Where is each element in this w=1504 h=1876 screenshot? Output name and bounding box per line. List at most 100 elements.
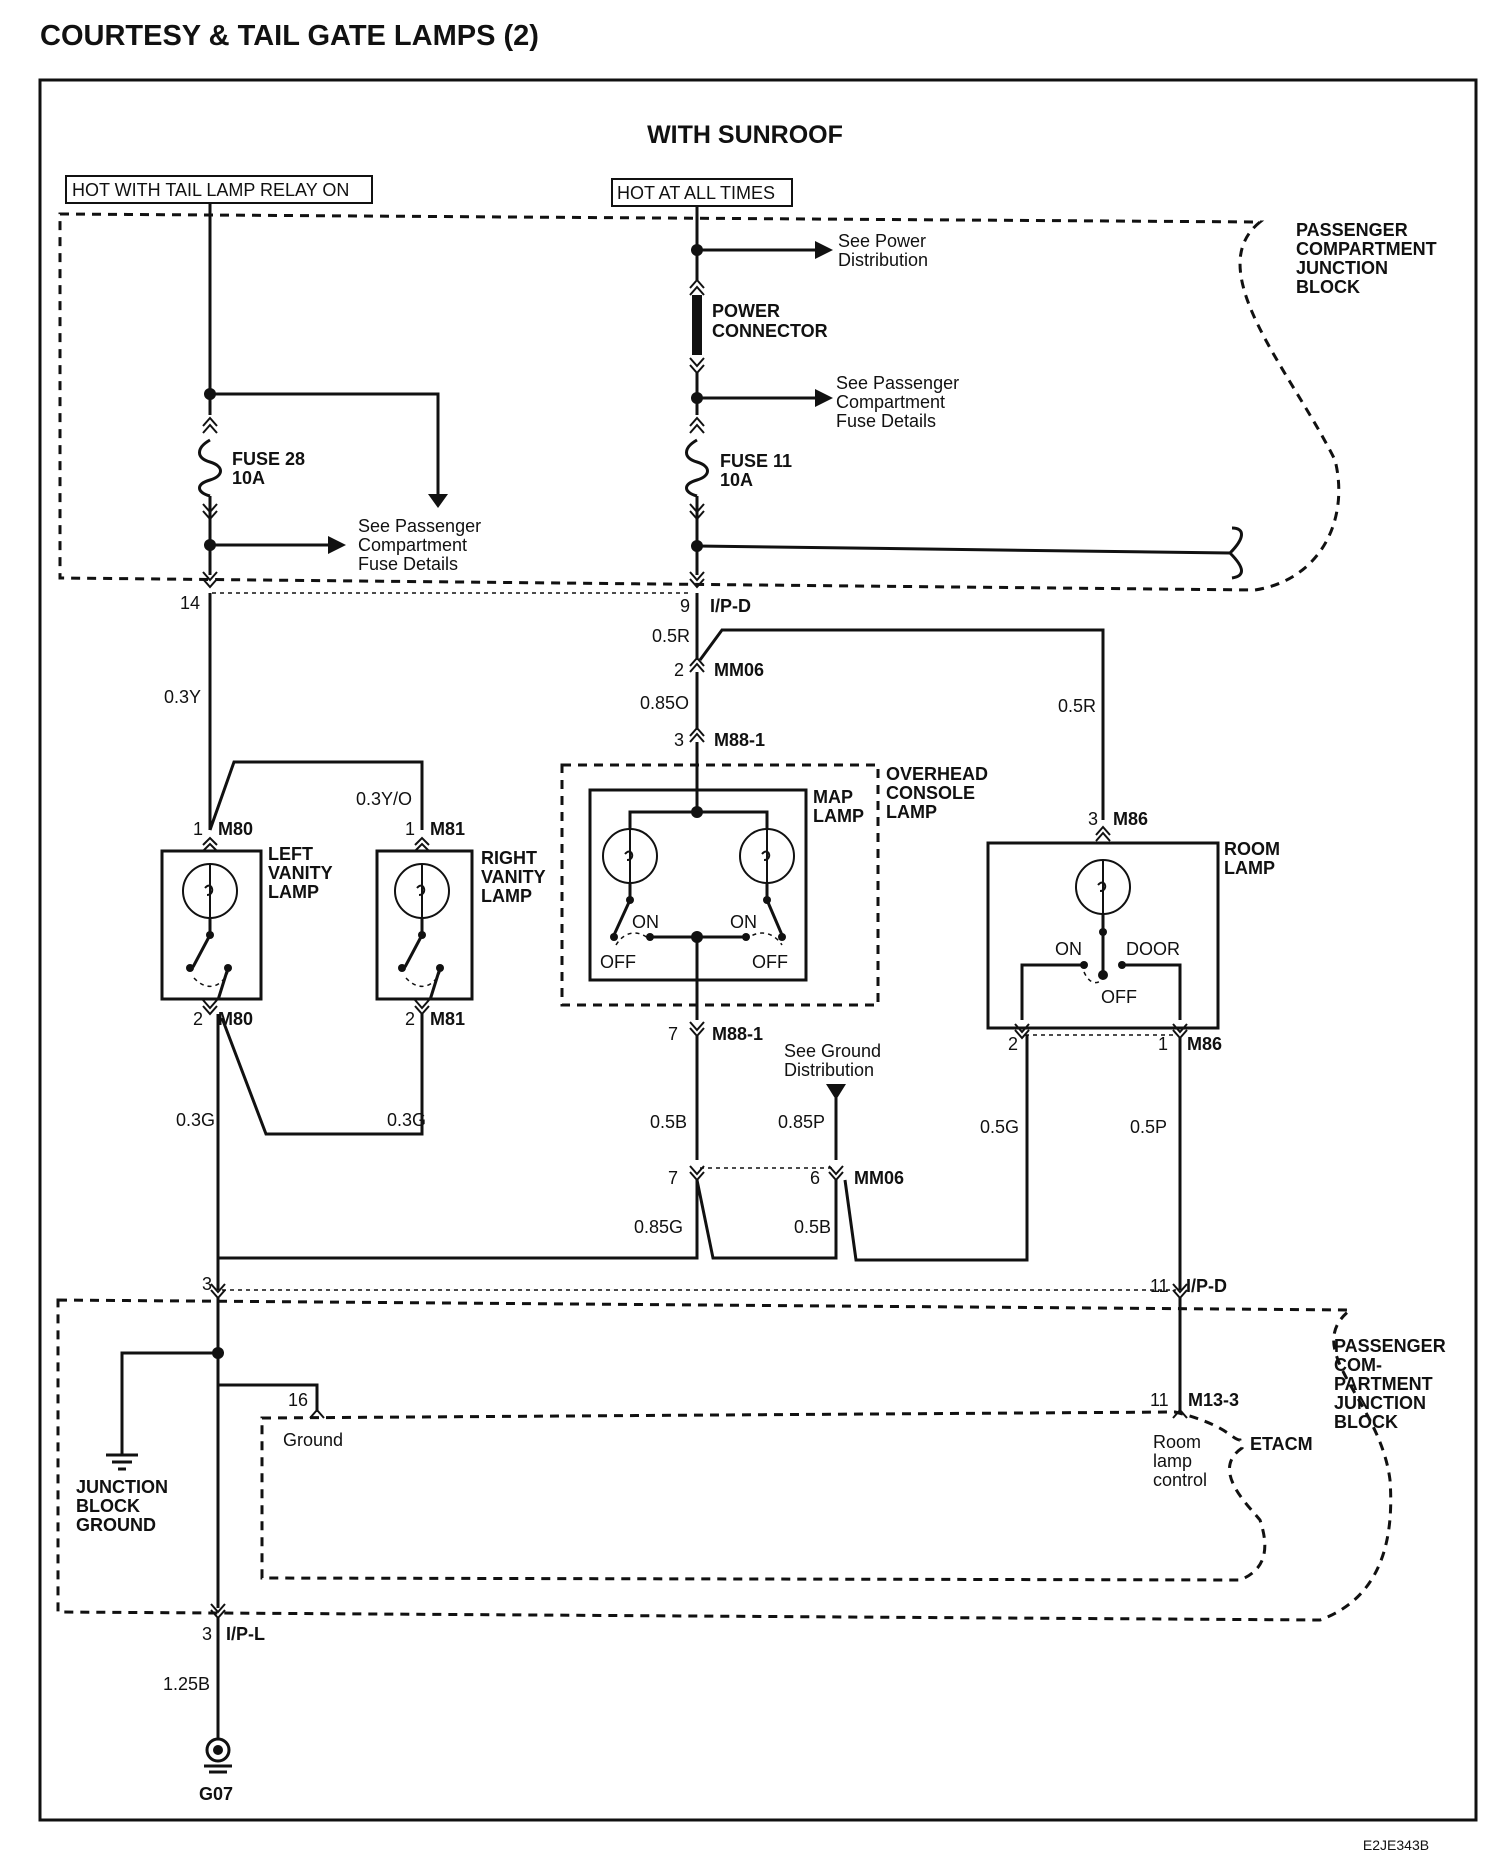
svg-text:Ground: Ground	[283, 1430, 343, 1450]
svg-text:6: 6	[810, 1168, 820, 1188]
svg-text:M13-3: M13-3	[1188, 1390, 1239, 1410]
svg-text:OFF: OFF	[752, 952, 788, 972]
svg-text:2: 2	[1008, 1034, 1018, 1054]
svg-text:Distribution: Distribution	[838, 250, 928, 270]
svg-text:0.3G: 0.3G	[176, 1110, 215, 1130]
chassis-ground-g07-icon	[204, 1737, 232, 1774]
ref-fuse-details-2: See Passenger Compartment Fuse Details	[836, 373, 959, 431]
svg-text:ROOM: ROOM	[1224, 839, 1280, 859]
fuse-28-label: FUSE 28 10A	[232, 449, 305, 488]
etacm-label: ETACM	[1250, 1434, 1313, 1454]
fuse-11-label: FUSE 11 10A	[720, 451, 792, 490]
svg-text:14: 14	[180, 593, 200, 613]
svg-text:LEFT: LEFT	[268, 844, 313, 864]
svg-text:HOT WITH TAIL LAMP RELAY ON: HOT WITH TAIL LAMP RELAY ON	[72, 180, 349, 200]
svg-text:0.5R: 0.5R	[1058, 696, 1096, 716]
svg-text:JUNCTION: JUNCTION	[1334, 1393, 1426, 1413]
fuse-28-element	[198, 438, 222, 498]
ground-distribution-arrow-icon	[826, 1084, 846, 1100]
svg-text:1.25B: 1.25B	[163, 1674, 210, 1694]
svg-text:0.3Y/O: 0.3Y/O	[356, 789, 412, 809]
map-lamp-label: MAP LAMP	[813, 787, 864, 826]
svg-text:2: 2	[405, 1009, 415, 1029]
wire-label-0.3Y: 0.3Y	[164, 687, 201, 707]
svg-text:11: 11	[1150, 1276, 1169, 1296]
top-junction-block-outline	[58, 212, 1341, 592]
svg-text:0.5B: 0.5B	[794, 1217, 831, 1237]
svg-text:OFF: OFF	[600, 952, 636, 972]
svg-text:GROUND: GROUND	[76, 1515, 156, 1535]
svg-text:0.5G: 0.5G	[980, 1117, 1019, 1137]
svg-text:See Passenger: See Passenger	[836, 373, 959, 393]
variant-subtitle: WITH SUNROOF	[647, 121, 843, 149]
power-connector-label: POWER CONNECTOR	[712, 301, 828, 341]
ref-ground-distribution: See Ground Distribution	[784, 1041, 881, 1080]
svg-text:1: 1	[1158, 1034, 1168, 1054]
etacm-outline	[260, 1410, 1267, 1582]
right-vanity-label: RIGHT VANITY LAMP	[481, 848, 546, 906]
svg-text:LAMP: LAMP	[886, 802, 937, 822]
bottom-junction-block-label: PASSENGER COM- PARTMENT JUNCTION BLOCK	[1334, 1336, 1446, 1432]
svg-text:CONNECTOR: CONNECTOR	[712, 321, 828, 341]
svg-text:COMPARTMENT: COMPARTMENT	[1296, 239, 1437, 259]
svg-text:7: 7	[668, 1024, 678, 1044]
connector-ipd-top: I/P-D	[710, 596, 751, 616]
svg-text:FUSE 28: FUSE 28	[232, 449, 305, 469]
svg-text:1: 1	[193, 819, 203, 839]
svg-text:3: 3	[202, 1624, 212, 1644]
svg-text:0.85P: 0.85P	[778, 1112, 825, 1132]
ref-power-distribution: See Power Distribution	[838, 231, 928, 270]
svg-text:M81: M81	[430, 819, 465, 839]
svg-text:HOT AT ALL TIMES: HOT AT ALL TIMES	[617, 183, 775, 203]
ref-fuse-details-1: See Passenger Compartment Fuse Details	[358, 516, 481, 574]
page-title: COURTESY & TAIL GATE LAMPS (2)	[40, 20, 539, 52]
svg-text:Fuse Details: Fuse Details	[836, 411, 936, 431]
left-vanity-label: LEFT VANITY LAMP	[268, 844, 333, 902]
svg-text:VANITY: VANITY	[268, 863, 333, 883]
svg-text:See Ground: See Ground	[784, 1041, 881, 1061]
svg-text:0.5P: 0.5P	[1130, 1117, 1167, 1137]
svg-text:9: 9	[680, 596, 690, 616]
svg-text:M81: M81	[430, 1009, 465, 1029]
diagram-frame	[38, 78, 1478, 1822]
svg-text:M88-1: M88-1	[712, 1024, 763, 1044]
svg-text:0.85O: 0.85O	[640, 693, 689, 713]
svg-text:ON: ON	[632, 912, 659, 932]
svg-text:CONSOLE: CONSOLE	[886, 783, 975, 803]
svg-text:See Power: See Power	[838, 231, 926, 251]
power-source-tail-relay: HOT WITH TAIL LAMP RELAY ON	[65, 175, 373, 204]
svg-text:PASSENGER: PASSENGER	[1296, 220, 1408, 240]
svg-text:See Passenger: See Passenger	[358, 516, 481, 536]
svg-text:PASSENGER: PASSENGER	[1334, 1336, 1446, 1356]
svg-text:DOOR: DOOR	[1126, 939, 1180, 959]
junction-ground-icon	[106, 1453, 138, 1471]
svg-text:0.3G: 0.3G	[387, 1110, 426, 1130]
svg-text:OVERHEAD: OVERHEAD	[886, 764, 988, 784]
svg-text:I/P-D: I/P-D	[1186, 1276, 1227, 1296]
top-junction-block-label: PASSENGER COMPARTMENT JUNCTION BLOCK	[1296, 220, 1437, 297]
svg-text:LAMP: LAMP	[813, 806, 864, 826]
room-lamp-control-pin: Room lamp control	[1153, 1432, 1207, 1490]
svg-text:M88-1: M88-1	[714, 730, 765, 750]
overhead-console-label: OVERHEAD CONSOLE LAMP	[886, 764, 988, 822]
svg-text:0.5B: 0.5B	[650, 1112, 687, 1132]
svg-text:POWER: POWER	[712, 301, 780, 321]
ground-g07-label: G07	[199, 1784, 233, 1804]
svg-text:Compartment: Compartment	[358, 535, 467, 555]
left-vanity-lamp	[160, 849, 263, 1001]
svg-text:M80: M80	[218, 819, 253, 839]
svg-text:Compartment: Compartment	[836, 392, 945, 412]
svg-text:COM-: COM-	[1334, 1355, 1382, 1375]
room-lamp	[986, 841, 1220, 1030]
svg-text:16: 16	[288, 1390, 308, 1410]
svg-text:I/P-L: I/P-L	[226, 1624, 265, 1644]
svg-text:MAP: MAP	[813, 787, 853, 807]
svg-text:lamp: lamp	[1153, 1451, 1192, 1471]
overhead-console-outline	[560, 763, 880, 1007]
svg-text:0.5R: 0.5R	[652, 626, 690, 646]
svg-text:OFF: OFF	[1101, 987, 1137, 1007]
svg-text:BLOCK: BLOCK	[1296, 277, 1360, 297]
svg-text:M86: M86	[1113, 809, 1148, 829]
svg-text:JUNCTION: JUNCTION	[1296, 258, 1388, 278]
